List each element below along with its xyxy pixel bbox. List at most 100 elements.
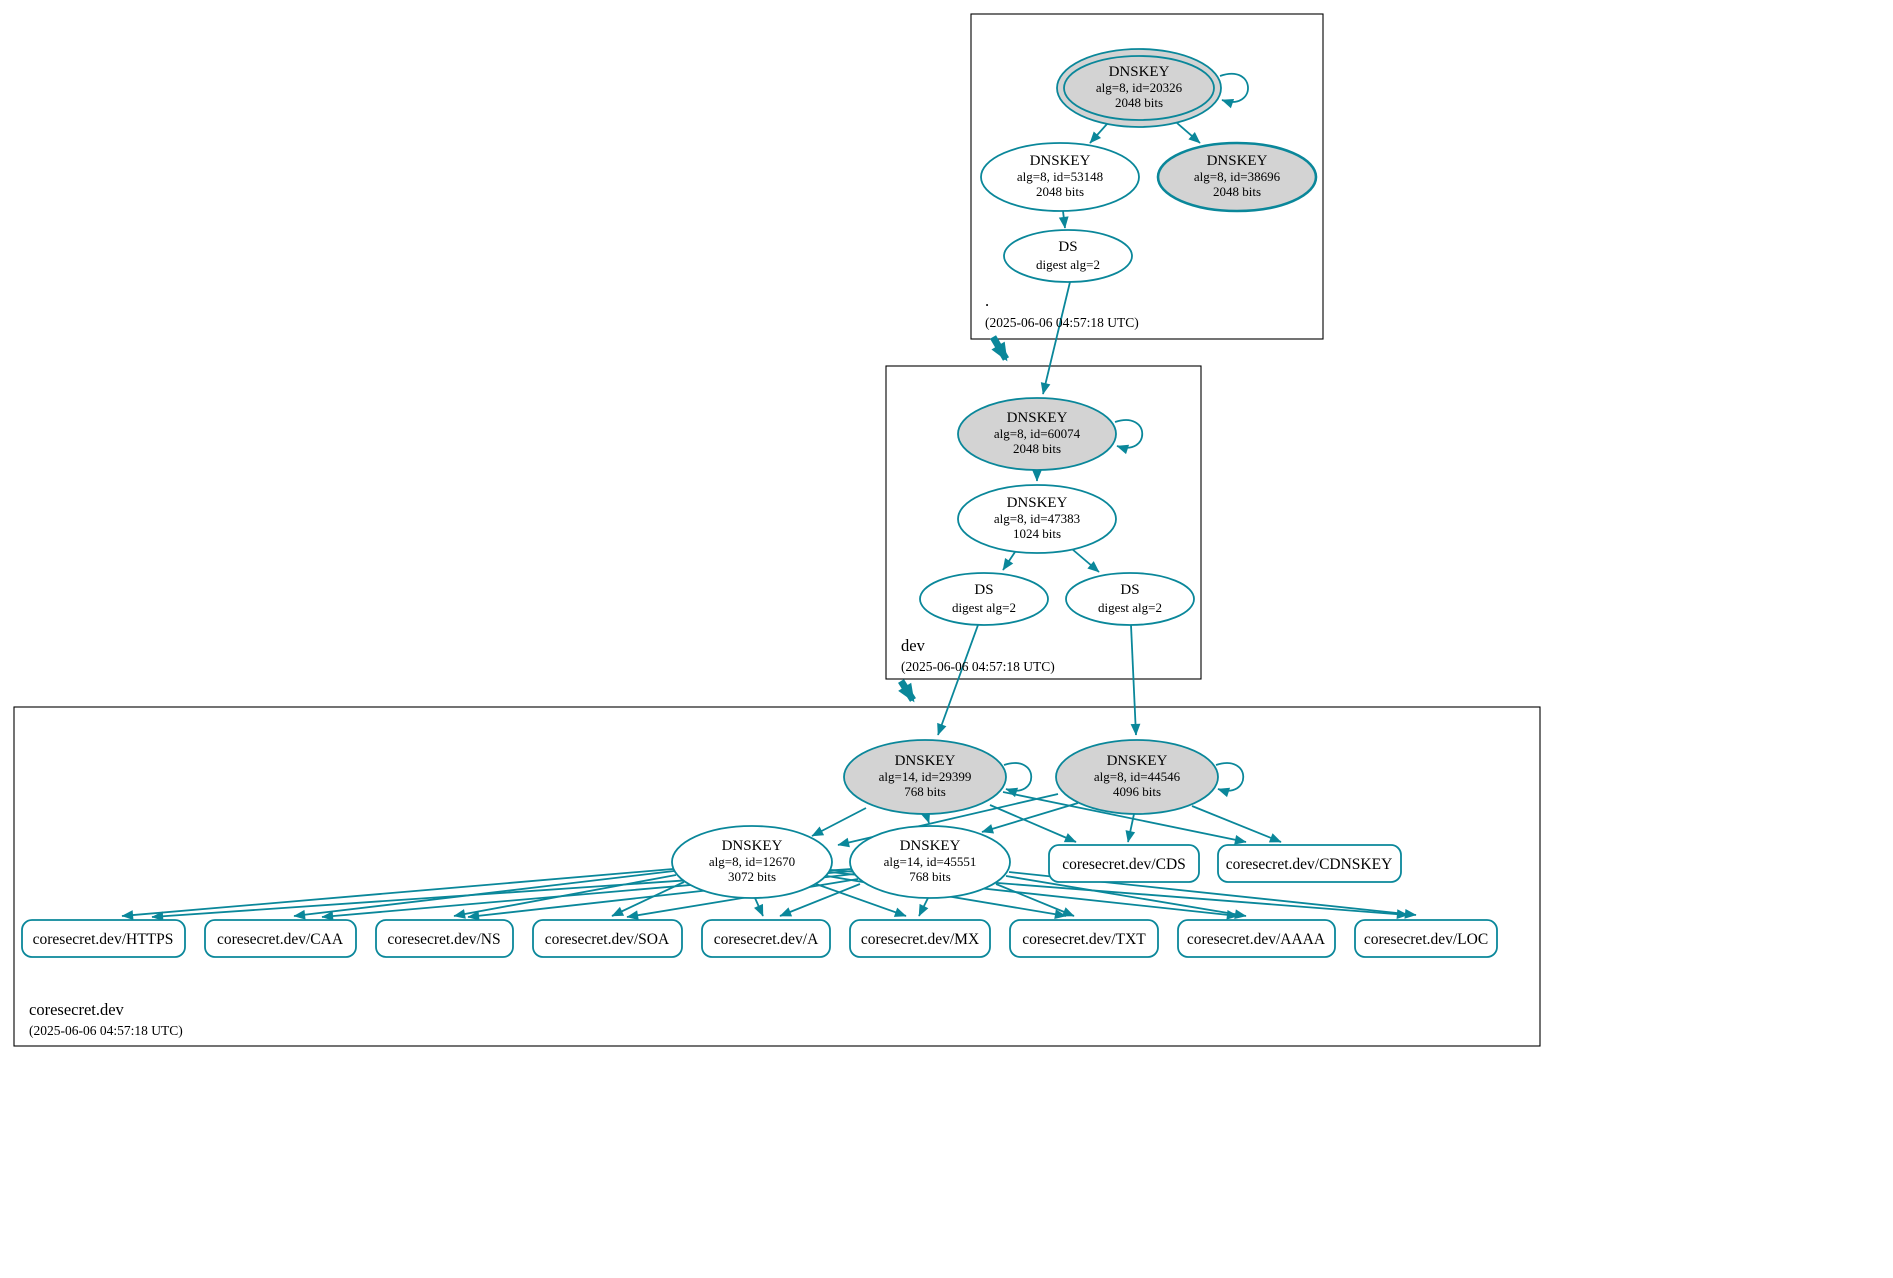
edge-arrow xyxy=(1191,805,1282,843)
edge-arrow xyxy=(1176,122,1201,144)
edge-arrow xyxy=(937,624,979,736)
edge-arrow xyxy=(779,883,861,917)
node-detail: alg=8, id=47383 xyxy=(994,511,1080,526)
node-bits: 1024 bits xyxy=(1013,526,1061,541)
edge-arrow xyxy=(1002,551,1016,571)
zone-box-dev xyxy=(885,365,1202,680)
edge-arrow xyxy=(1130,624,1141,736)
edge-arrow xyxy=(920,810,931,824)
node-title: DNSKEY xyxy=(1007,495,1068,511)
edges-layer xyxy=(121,73,1417,922)
node-detail: alg=14, id=45551 xyxy=(884,854,977,869)
rrset-node-mx[interactable]: coresecret.dev/MX xyxy=(849,919,991,958)
node-title: DNSKEY xyxy=(1007,410,1068,426)
edge-arrow xyxy=(121,868,674,920)
dev-ksk-dnskey-node[interactable]: DNSKEY alg=8, id=60074 2048 bits xyxy=(957,397,1117,471)
node-bits: 768 bits xyxy=(904,784,946,799)
coresecret-zsk1-dnskey-node[interactable]: DNSKEY alg=8, id=12670 3072 bits xyxy=(671,825,833,899)
node-bits: 768 bits xyxy=(909,869,951,884)
edge-arrow xyxy=(1219,73,1249,109)
edge-arrow xyxy=(1071,548,1100,573)
zone-timestamp-root: (2025-06-06 04:57:18 UTC) xyxy=(985,315,1139,330)
edge-arrow xyxy=(611,881,685,917)
node-title: DNSKEY xyxy=(900,838,961,854)
root-zsk-dnskey-node[interactable]: DNSKEY alg=8, id=53148 2048 bits xyxy=(980,142,1140,212)
rrset-node-aaaa[interactable]: coresecret.dev/AAAA xyxy=(1177,919,1336,958)
edge-arrow xyxy=(815,883,907,917)
edge-arrow xyxy=(995,883,1075,917)
edge-arrow xyxy=(989,804,1077,843)
rrset-label: coresecret.dev/CDNSKEY xyxy=(1226,856,1393,873)
node-detail: alg=8, id=53148 xyxy=(1017,169,1103,184)
node-bits: 2048 bits xyxy=(1213,184,1261,199)
rrset-node-soa[interactable]: coresecret.dev/SOA xyxy=(532,919,683,958)
zone-label-root: . xyxy=(985,291,989,310)
node-title: DNSKEY xyxy=(895,753,956,769)
rrset-label: coresecret.dev/CAA xyxy=(217,931,344,948)
rrset-node-txt[interactable]: coresecret.dev/TXT xyxy=(1009,919,1159,958)
rrset-node-loc[interactable]: coresecret.dev/LOC xyxy=(1354,919,1498,958)
zone-box-root xyxy=(970,13,1324,340)
root-standby-dnskey-node[interactable]: DNSKEY alg=8, id=38696 2048 bits xyxy=(1156,141,1318,213)
node-bits: 2048 bits xyxy=(1013,441,1061,456)
zone-box-coresecret xyxy=(13,706,1541,1047)
rrset-node-ns[interactable]: coresecret.dev/NS xyxy=(375,919,514,958)
coresecret-cdnskey-node[interactable]: coresecret.dev/CDNSKEY xyxy=(1217,844,1402,883)
node-detail: alg=14, id=29399 xyxy=(879,769,972,784)
coresecret-cds-node[interactable]: coresecret.dev/CDS xyxy=(1048,844,1200,883)
edge-arrow xyxy=(1005,875,1247,920)
zone-timestamp-dev: (2025-06-06 04:57:18 UTC) xyxy=(901,659,1055,674)
root-ksk-dnskey-node[interactable]: DNSKEY alg=8, id=20326 2048 bits xyxy=(1056,48,1222,128)
edge-arrow xyxy=(811,807,867,837)
rrset-label: coresecret.dev/A xyxy=(714,931,819,948)
edge-arrow xyxy=(1058,210,1069,229)
node-title: DNSKEY xyxy=(1109,64,1170,80)
node-title: DNSKEY xyxy=(1030,153,1091,169)
node-bits: 3072 bits xyxy=(728,869,776,884)
node-bits: 2048 bits xyxy=(1036,184,1084,199)
coresecret-ksk2-dnskey-node[interactable]: DNSKEY alg=8, id=44546 4096 bits xyxy=(1055,739,1219,815)
dev-ds-node-2[interactable]: DS digest alg=2 xyxy=(1065,572,1195,626)
node-title: DNSKEY xyxy=(1107,753,1168,769)
zone-timestamp-coresecret: (2025-06-06 04:57:18 UTC) xyxy=(29,1023,183,1038)
node-detail: digest alg=2 xyxy=(1098,600,1162,615)
edge-arrow xyxy=(981,802,1079,834)
rrset-label: coresecret.dev/HTTPS xyxy=(33,931,174,948)
node-detail: alg=8, id=44546 xyxy=(1094,769,1181,784)
coresecret-zsk2-dnskey-node[interactable]: DNSKEY alg=14, id=45551 768 bits xyxy=(849,825,1011,899)
node-title: DNSKEY xyxy=(722,838,783,854)
rrset-label: coresecret.dev/AAAA xyxy=(1187,931,1326,948)
node-detail: alg=8, id=12670 xyxy=(709,854,795,869)
rrset-node-https[interactable]: coresecret.dev/HTTPS xyxy=(21,919,186,958)
root-ds-node[interactable]: DS digest alg=2 xyxy=(1003,229,1133,283)
zone-label-dev: dev xyxy=(901,636,926,655)
rrset-node-a[interactable]: coresecret.dev/A xyxy=(701,919,831,958)
dev-ds-node-1[interactable]: DS digest alg=2 xyxy=(919,572,1049,626)
zone-label-coresecret: coresecret.dev xyxy=(29,1000,125,1019)
node-title: DNSKEY xyxy=(1207,153,1268,169)
node-title: DS xyxy=(1058,239,1077,255)
rrset-label: coresecret.dev/LOC xyxy=(1364,931,1488,948)
node-detail: digest alg=2 xyxy=(1036,257,1100,272)
node-title: DS xyxy=(974,582,993,598)
node-bits: 2048 bits xyxy=(1115,95,1163,110)
node-detail: digest alg=2 xyxy=(952,600,1016,615)
node-bits: 4096 bits xyxy=(1113,784,1161,799)
edge-arrow xyxy=(1114,419,1144,455)
rrset-label: coresecret.dev/NS xyxy=(387,931,500,948)
coresecret-ksk1-dnskey-node[interactable]: DNSKEY alg=14, id=29399 768 bits xyxy=(843,739,1007,815)
edge-arrow xyxy=(918,897,929,917)
rrset-label: coresecret.dev/SOA xyxy=(545,931,670,948)
edge-arrow xyxy=(1003,762,1033,798)
delegation-arrow xyxy=(898,679,916,703)
edge-arrow xyxy=(1002,791,1247,845)
dev-zsk-dnskey-node[interactable]: DNSKEY alg=8, id=47383 1024 bits xyxy=(957,484,1117,554)
node-detail: alg=8, id=20326 xyxy=(1096,80,1183,95)
delegation-arrow xyxy=(989,335,1010,362)
rrset-node-caa[interactable]: coresecret.dev/CAA xyxy=(204,919,357,958)
rrset-label: coresecret.dev/TXT xyxy=(1022,931,1146,948)
node-detail: alg=8, id=60074 xyxy=(994,426,1081,441)
rrset-label: coresecret.dev/CDS xyxy=(1062,856,1186,873)
